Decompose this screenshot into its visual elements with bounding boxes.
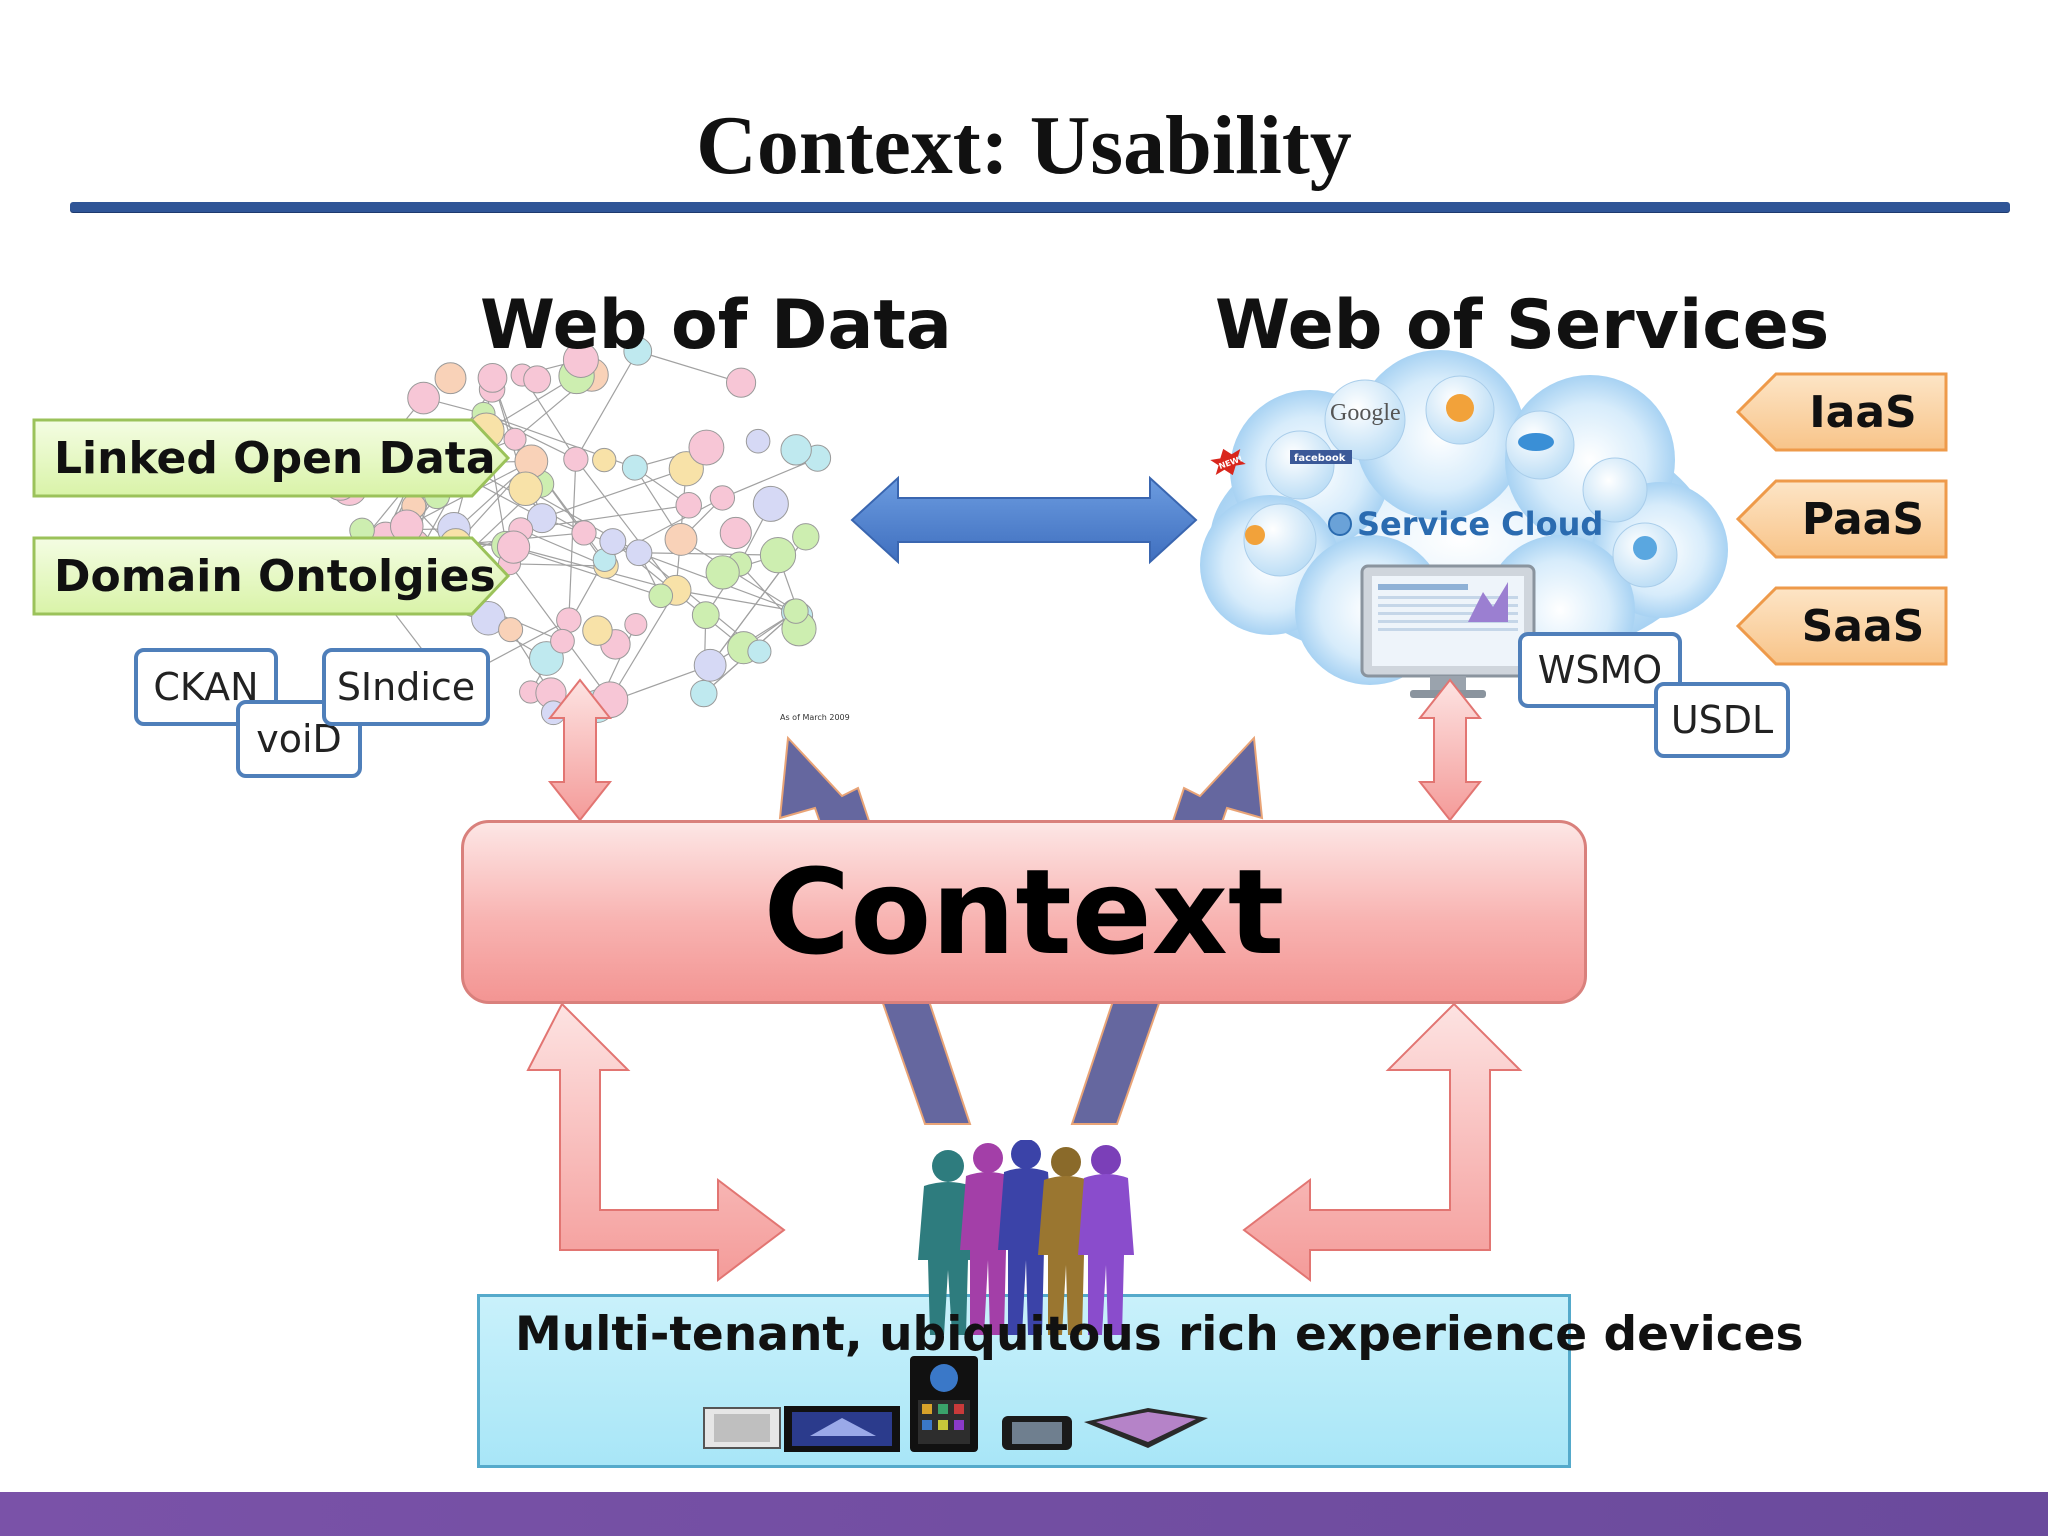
person-silhouette-5 [1078, 1145, 1134, 1335]
graph-node [648, 583, 674, 609]
graph-node [562, 341, 599, 378]
graph-edge [568, 459, 577, 621]
graph-node [434, 362, 467, 395]
slide-title: Context: Usability [696, 99, 1352, 192]
graph-node [792, 523, 820, 551]
graph-node [563, 446, 589, 472]
service-level-saas: SaaS [1801, 600, 1925, 652]
graph-node [498, 617, 524, 643]
graph-node [624, 612, 648, 637]
graph-node [759, 537, 797, 574]
graph-node [691, 601, 720, 630]
linked-open-data-callout-shape [32, 418, 511, 498]
graph-node [675, 492, 702, 519]
service-cloud: Google facebook NEW! Service Cloud [1200, 350, 1728, 685]
graph-node [747, 639, 772, 664]
graph-node [780, 434, 812, 466]
graph-edge [675, 589, 797, 612]
facebook-badge [1290, 450, 1352, 464]
device-icons [703, 1356, 1208, 1452]
graph-node [523, 365, 552, 394]
service-cloud-label: Service Cloud [1357, 505, 1603, 543]
cloud-bubbles [1243, 375, 1678, 588]
graph-node [407, 381, 440, 415]
context-box: Context [461, 820, 1587, 1004]
domain-ontologies-callout-shape [32, 536, 511, 616]
graph-node [688, 429, 725, 466]
tablet-icon [1084, 1408, 1208, 1448]
graph-node [592, 447, 617, 473]
graph-node [725, 367, 757, 398]
cloud-facebook-label: facebook [1294, 453, 1346, 464]
graph-node [508, 471, 543, 506]
graph-edge [638, 552, 779, 556]
graph-node [550, 628, 575, 654]
graph-node [709, 485, 736, 511]
pink-arrow-right-loop [1242, 1002, 1523, 1283]
graph-node [599, 528, 627, 555]
handheld-icon [1002, 1416, 1072, 1450]
service-levels-shapes [1736, 372, 1948, 666]
graph-edge [575, 350, 639, 460]
graph-node [571, 520, 597, 546]
graph-edge [575, 458, 677, 591]
graph-node [503, 427, 527, 451]
tv-icon [784, 1406, 900, 1452]
graph-edge [509, 563, 607, 567]
graph-node [477, 363, 508, 393]
person-silhouette-3 [998, 1140, 1054, 1335]
tag-sindice: SIndice [322, 648, 490, 726]
person-silhouette-4 [1038, 1147, 1094, 1335]
graph-node [783, 598, 809, 624]
title-rule [70, 202, 2010, 212]
tag-void: voiD [236, 700, 362, 778]
pink-arrow-data-context [547, 678, 613, 822]
monitor-icon [1360, 564, 1536, 698]
pink-arrow-services-context [1417, 678, 1483, 822]
callout-domain-ontologies: Domain Ontolgies [54, 550, 496, 602]
graph-edge [541, 468, 687, 519]
graph-node [625, 539, 653, 567]
graph-node [526, 503, 557, 534]
graph-edge [505, 544, 661, 597]
graph-node [582, 615, 613, 646]
graph-node [719, 516, 752, 550]
graph-edge [520, 529, 607, 567]
graph-node [621, 454, 648, 481]
service-level-iaas: IaaS [1809, 386, 1917, 438]
phone-icon [910, 1356, 978, 1452]
cloud-google-logo: Google [1330, 400, 1401, 426]
graph-edge [604, 497, 723, 561]
bottom-bar [0, 1492, 2048, 1536]
blue-double-arrow [850, 475, 1198, 565]
graph-node [705, 555, 740, 590]
graph-caption: As of March 2009 [780, 713, 850, 722]
graph-node [471, 601, 506, 636]
graph-edge [609, 589, 677, 701]
graph-edge [637, 350, 742, 384]
graph-node [664, 522, 698, 556]
web-of-data-title: Web of Data [480, 286, 952, 365]
service-level-paas: PaaS [1801, 493, 1925, 545]
devices-label: Multi-tenant, ubiquitous rich experience… [515, 1307, 1804, 1362]
tag-usdl: USDL [1654, 682, 1790, 758]
graph-node [496, 530, 531, 564]
pink-arrow-left-loop [526, 1002, 786, 1283]
web-of-services-title: Web of Services [1215, 286, 1830, 365]
graph-node [745, 428, 771, 454]
context-label: Context [763, 843, 1285, 981]
people-silhouettes [918, 1140, 1134, 1335]
graph-node [623, 336, 653, 366]
graph-node [752, 485, 789, 522]
graph-edge [722, 457, 818, 499]
graph-node [693, 648, 727, 682]
laptop-icon [703, 1407, 781, 1449]
callout-linked-open-data: Linked Open Data [54, 432, 496, 484]
globe-icon [1328, 512, 1352, 536]
